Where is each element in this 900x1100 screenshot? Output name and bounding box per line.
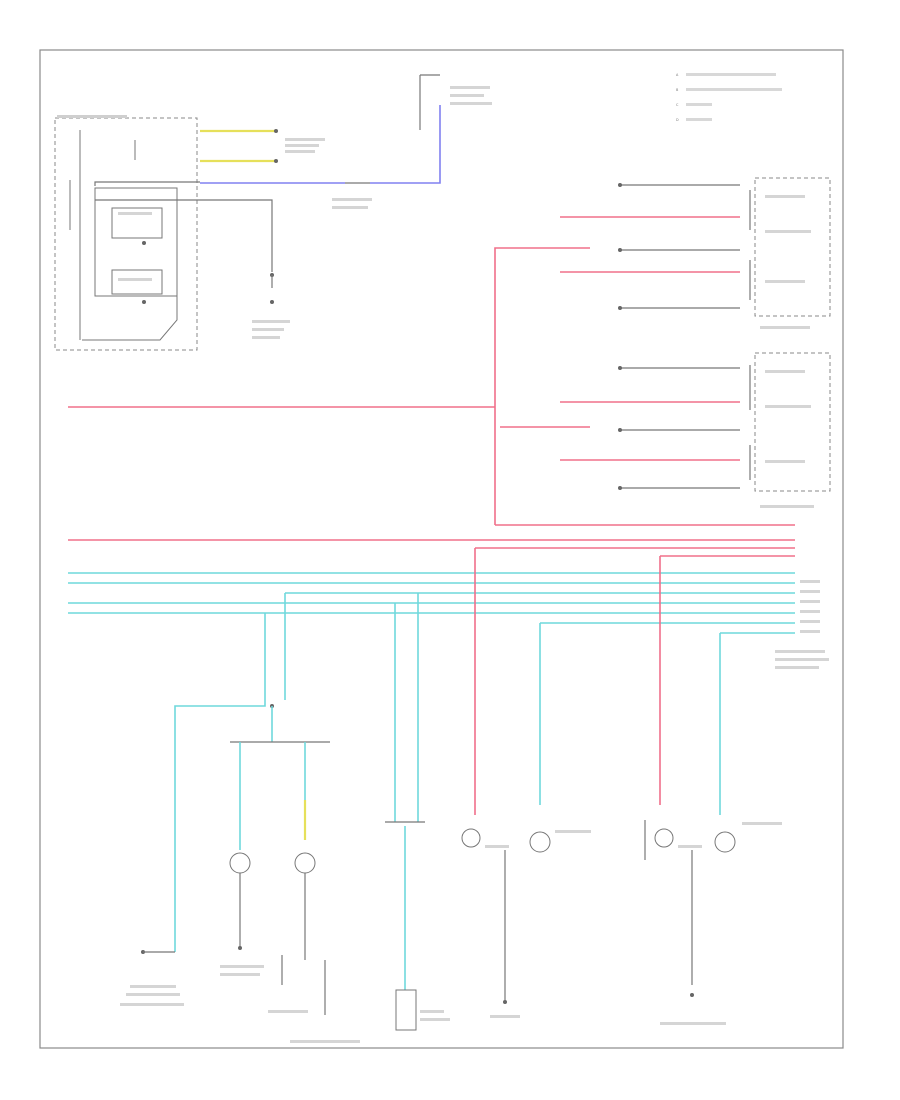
main-bus bbox=[68, 524, 829, 669]
legend-item-1: A bbox=[676, 73, 679, 77]
legend-item-3: C bbox=[676, 103, 679, 107]
control-unit-block bbox=[54, 115, 198, 351]
right-switch-blocks bbox=[68, 177, 831, 525]
legend-item-2: B bbox=[676, 88, 679, 92]
component-callouts bbox=[120, 822, 782, 1043]
yellow-wires-top bbox=[200, 129, 325, 163]
top-wiring bbox=[94, 74, 492, 339]
diagram-frame bbox=[39, 49, 844, 1049]
legend: A B C D bbox=[676, 73, 782, 122]
lamp-circuits bbox=[141, 548, 736, 1031]
legend-item-4: D bbox=[676, 118, 679, 122]
